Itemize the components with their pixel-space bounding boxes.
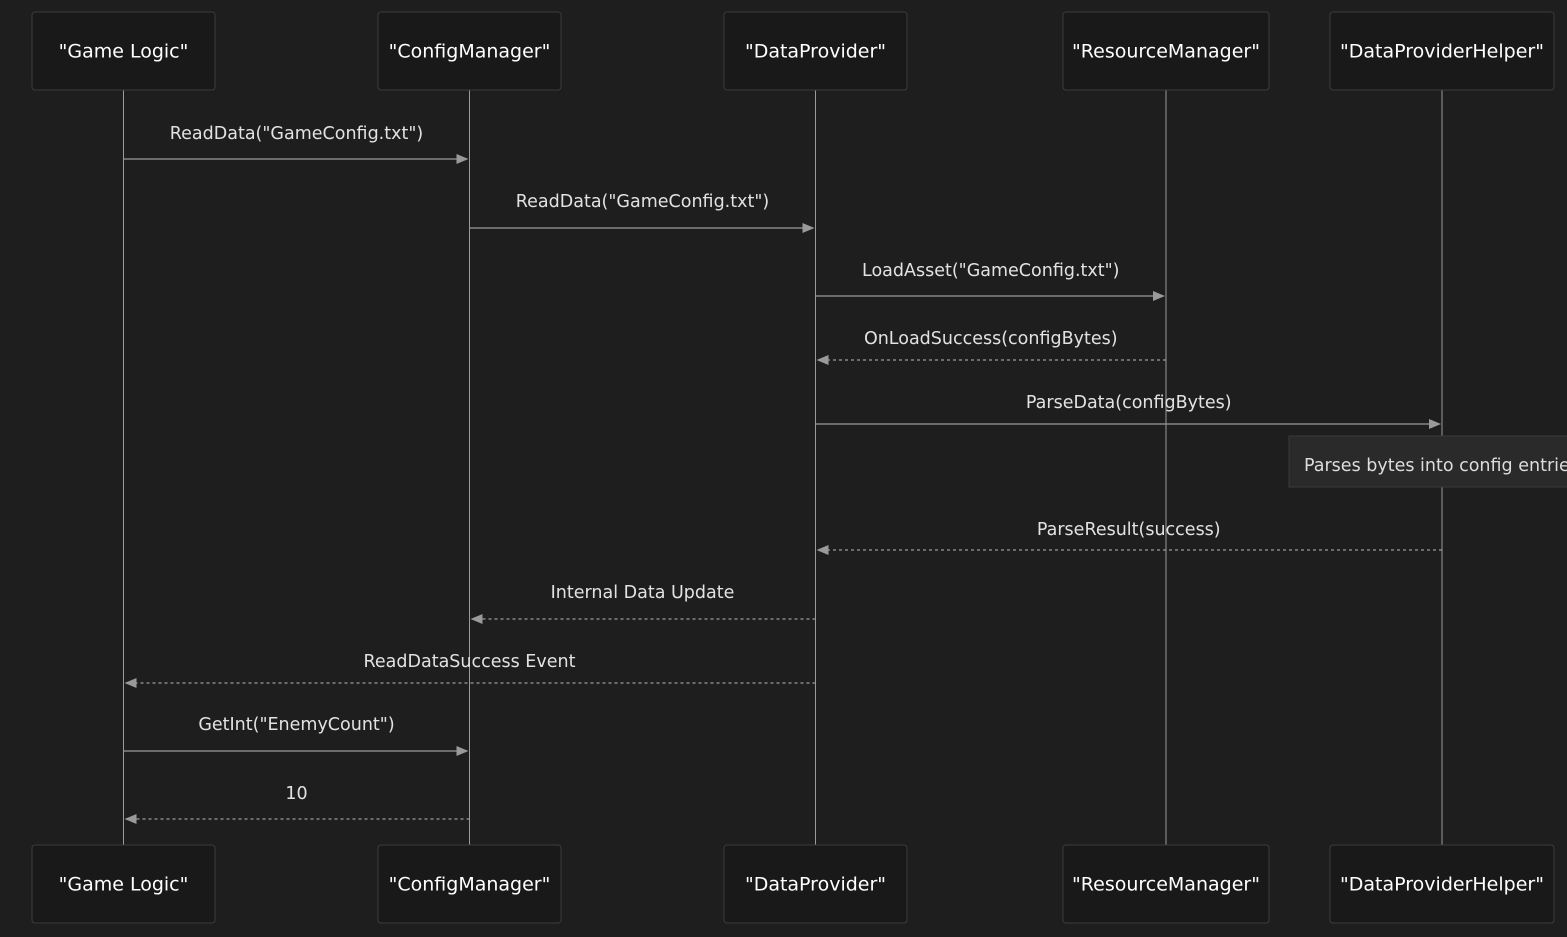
participant-data-provider-top[interactable]: "DataProvider" bbox=[723, 11, 908, 91]
participant-label: "DataProvider" bbox=[745, 874, 886, 896]
participant-box bbox=[1062, 11, 1270, 91]
participant-box bbox=[31, 844, 216, 924]
arrowhead-icon bbox=[456, 746, 469, 756]
participant-label: "DataProviderHelper" bbox=[1340, 874, 1544, 896]
participant-config-manager-bottom[interactable]: "ConfigManager" bbox=[377, 844, 562, 924]
participant-game-logic-bottom[interactable]: "Game Logic" bbox=[31, 844, 216, 924]
message-label: ReadData("GameConfig.txt") bbox=[170, 124, 423, 144]
message-label: GetInt("EnemyCount") bbox=[198, 715, 394, 735]
participant-label: "Game Logic" bbox=[59, 41, 189, 63]
participant-box bbox=[1062, 844, 1270, 924]
arrowhead-icon bbox=[1429, 419, 1441, 429]
message-1: ReadData("GameConfig.txt") bbox=[123, 124, 469, 164]
participant-data-provider-helper-top[interactable]: "DataProviderHelper" bbox=[1329, 11, 1555, 91]
participant-resource-manager-top[interactable]: "ResourceManager" bbox=[1062, 11, 1270, 91]
message-8: ReadDataSuccess Event bbox=[124, 652, 816, 688]
message-4: OnLoadSuccess(configBytes) bbox=[816, 329, 1166, 365]
message-6: ParseResult(success) bbox=[816, 520, 1442, 555]
participant-box bbox=[723, 11, 908, 91]
message-label: OnLoadSuccess(configBytes) bbox=[864, 329, 1118, 349]
participant-box bbox=[1329, 11, 1555, 91]
participant-label: "Game Logic" bbox=[59, 874, 189, 896]
participant-box bbox=[377, 844, 562, 924]
note-layer: Parses bytes into config entries bbox=[1288, 435, 1567, 488]
message-5: ParseData(configBytes) bbox=[815, 393, 1441, 429]
arrowhead-icon bbox=[470, 614, 483, 624]
arrowhead-icon bbox=[816, 545, 829, 555]
participant-data-provider-helper-bottom[interactable]: "DataProviderHelper" bbox=[1329, 844, 1555, 924]
participant-label: "ResourceManager" bbox=[1072, 41, 1260, 63]
participant-label: "DataProvider" bbox=[745, 41, 886, 63]
participant-label: "ConfigManager" bbox=[389, 874, 551, 896]
arrowhead-icon bbox=[124, 814, 137, 824]
note-label: Parses bytes into config entries bbox=[1304, 456, 1567, 476]
participant-box bbox=[723, 844, 908, 924]
participant-box bbox=[31, 11, 216, 91]
participant-game-logic-top[interactable]: "Game Logic" bbox=[31, 11, 216, 91]
messages: ReadData("GameConfig.txt") ReadData("Game… bbox=[123, 124, 1442, 824]
message-label: LoadAsset("GameConfig.txt") bbox=[862, 261, 1119, 281]
message-label: ParseResult(success) bbox=[1037, 520, 1221, 540]
message-label: ReadData("GameConfig.txt") bbox=[516, 192, 769, 212]
participant-box bbox=[377, 11, 562, 91]
message-label: 10 bbox=[285, 784, 307, 804]
message-2: ReadData("GameConfig.txt") bbox=[469, 192, 815, 233]
participant-data-provider-bottom[interactable]: "DataProvider" bbox=[723, 844, 908, 924]
note-data-provider-helper: Parses bytes into config entries bbox=[1288, 435, 1567, 488]
participant-box bbox=[1329, 844, 1555, 924]
message-9: GetInt("EnemyCount") bbox=[123, 715, 469, 756]
actors-top: "Game Logic" "ConfigManager" "DataProvider… bbox=[31, 11, 1555, 91]
message-label: Internal Data Update bbox=[551, 583, 735, 603]
actors-bottom: "Game Logic" "ConfigManager" "DataProvider… bbox=[31, 844, 1555, 924]
message-label: ReadDataSuccess Event bbox=[364, 652, 576, 672]
participant-label: "ResourceManager" bbox=[1072, 874, 1260, 896]
participant-label: "DataProviderHelper" bbox=[1340, 41, 1544, 63]
message-7: Internal Data Update bbox=[470, 583, 816, 624]
participant-label: "ConfigManager" bbox=[389, 41, 551, 63]
note-box bbox=[1288, 435, 1567, 488]
message-3: LoadAsset("GameConfig.txt") bbox=[815, 261, 1165, 301]
arrowhead-icon bbox=[816, 355, 829, 365]
participant-resource-manager-bottom[interactable]: "ResourceManager" bbox=[1062, 844, 1270, 924]
arrowhead-icon bbox=[124, 678, 137, 688]
participant-config-manager-top[interactable]: "ConfigManager" bbox=[377, 11, 562, 91]
arrowhead-icon bbox=[456, 154, 469, 164]
message-10: 10 bbox=[124, 784, 470, 824]
arrowhead-icon bbox=[802, 223, 815, 233]
message-label: ParseData(configBytes) bbox=[1026, 393, 1232, 413]
arrowhead-icon bbox=[1153, 291, 1165, 301]
